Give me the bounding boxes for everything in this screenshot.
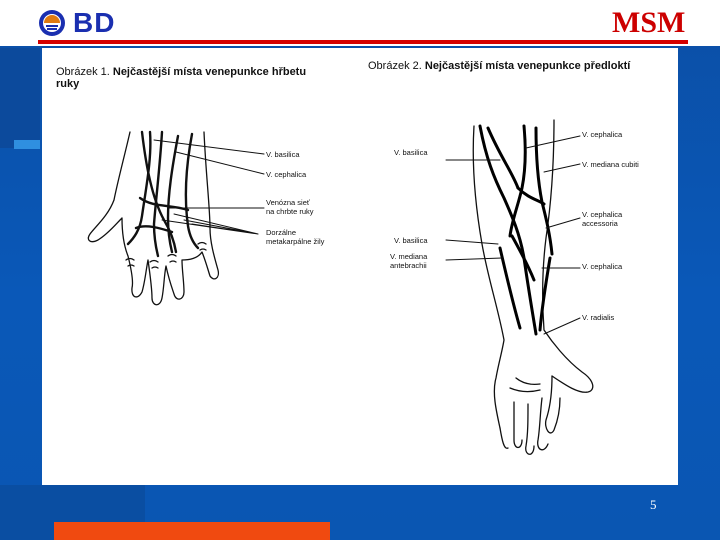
header-divider: [38, 40, 688, 44]
label-v-basilica-upper: V. basilica: [394, 148, 428, 157]
hand-drawing: [88, 132, 264, 305]
label-v-cephalica-top: V. cephalica: [582, 130, 622, 139]
header-right-text: MSM: [612, 6, 685, 40]
label-v-cephalica: V. cephalica: [266, 170, 306, 179]
label-metakarpalne-zily: metakarpálne žily: [266, 237, 324, 246]
label-v-basilica-lower: V. basilica: [394, 236, 428, 245]
label-v-mediana: V. mediana: [390, 252, 427, 261]
label-v-basilica: V. basilica: [266, 150, 300, 159]
forearm-drawing: [446, 120, 593, 454]
logo-icon: [38, 9, 66, 37]
label-accessoria: accessoria: [582, 219, 618, 228]
label-v-cephalica-mid: V. cephalica: [582, 262, 622, 271]
decor-block-left: [0, 48, 40, 148]
label-antebrachii: antebrachii: [390, 261, 427, 270]
decor-stripe-left: [14, 140, 40, 149]
document-page: Obrázek 1. Nejčastější místa venepunkce …: [42, 48, 678, 485]
label-v-mediana-cubiti: V. mediana cubiti: [582, 160, 639, 169]
logo-text: BD: [73, 7, 115, 39]
label-na-chrbte-ruky: na chrbte ruky: [266, 207, 314, 216]
label-dorzalne: Dorzálne: [266, 228, 296, 237]
footer-accent-bar: [54, 522, 330, 540]
label-v-cephalica-accessoria: V. cephalica: [582, 210, 622, 219]
label-venozna-siet: Venózna sieť: [266, 198, 310, 207]
label-v-radialis: V. radialis: [582, 313, 614, 322]
page-number: 5: [650, 497, 657, 513]
